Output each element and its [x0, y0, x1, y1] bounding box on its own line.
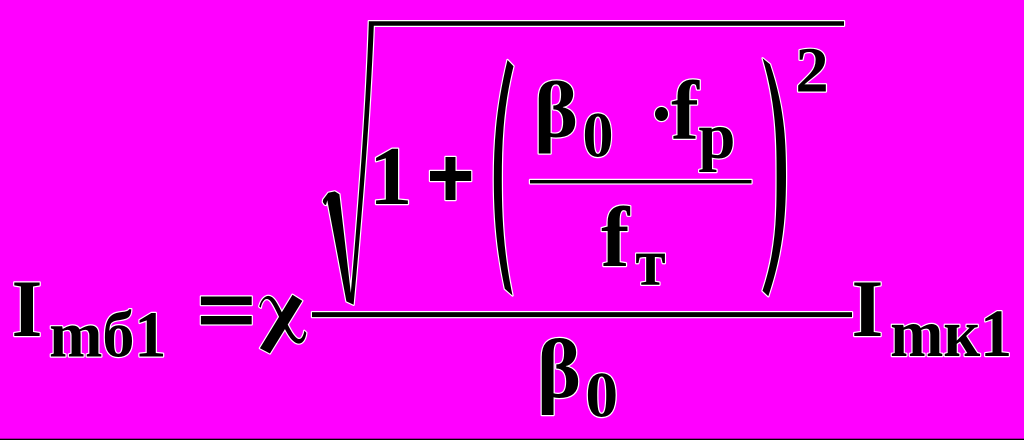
- svg-text:I: I: [852, 263, 884, 354]
- svg-text:mк1: mк1: [890, 296, 1012, 371]
- svg-text:mб1: mб1: [49, 298, 166, 371]
- svg-text:0: 0: [583, 98, 614, 171]
- svg-text:I: I: [12, 265, 43, 354]
- svg-text:1: 1: [369, 130, 412, 222]
- svg-text:0: 0: [585, 360, 618, 431]
- svg-text:f: f: [671, 64, 700, 157]
- svg-text:f: f: [601, 191, 631, 285]
- svg-text:p: p: [698, 100, 735, 173]
- svg-text:β: β: [537, 323, 581, 416]
- svg-text:2: 2: [795, 35, 828, 106]
- svg-text:т: т: [635, 225, 665, 300]
- svg-text:β: β: [534, 65, 578, 154]
